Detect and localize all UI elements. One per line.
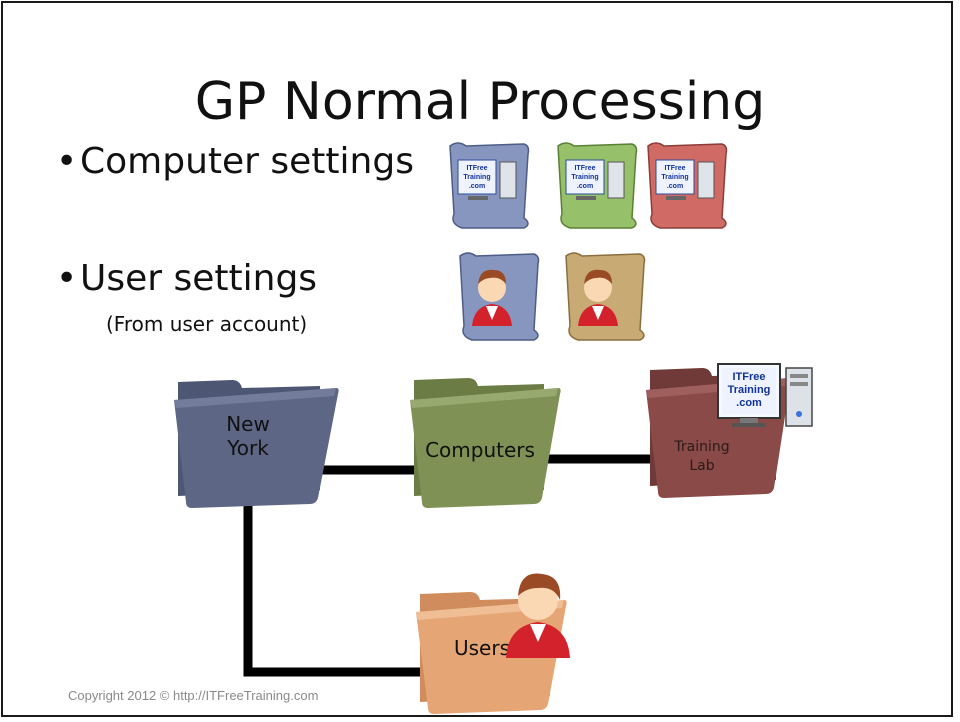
svg-text:ITFree: ITFree bbox=[664, 165, 685, 172]
folder-icon bbox=[410, 378, 561, 508]
computer-icon: ITFree Training .com bbox=[717, 363, 813, 427]
user-policy-tan bbox=[565, 252, 646, 341]
computer-policy-red: ITFree Training .com bbox=[647, 142, 728, 229]
computer-scroll-icon: ITFree Training .com bbox=[557, 142, 638, 229]
bullet-text: User settings bbox=[80, 258, 318, 299]
folder-label-training-lab: Training Lab bbox=[664, 438, 740, 476]
folder-label-line: Training bbox=[674, 439, 730, 455]
copyright-text: Copyright 2012 © http://ITFreeTraining.c… bbox=[68, 688, 319, 703]
folder-label-line: Lab bbox=[689, 458, 715, 474]
svg-text:Training: Training bbox=[661, 174, 688, 181]
computer-scroll-icon: ITFree Training .com bbox=[449, 142, 530, 229]
folder-label-users: Users bbox=[453, 636, 510, 660]
computer-policy-green: ITFree Training .com bbox=[557, 142, 638, 229]
user-scroll-icon bbox=[459, 252, 540, 341]
bullet-computer-settings: •Computer settings bbox=[56, 141, 414, 182]
slide-title: GP Normal Processing bbox=[194, 72, 766, 132]
svg-text:Training: Training bbox=[571, 174, 598, 181]
svg-text:Training: Training bbox=[728, 384, 771, 396]
svg-text:Training: Training bbox=[463, 174, 490, 181]
folder-label-line: York bbox=[227, 436, 269, 460]
svg-text:.com: .com bbox=[736, 397, 762, 409]
bullet-text: Computer settings bbox=[80, 141, 414, 182]
computer-scroll-icon: ITFree Training .com bbox=[647, 142, 728, 229]
user-settings-note: (From user account) bbox=[106, 312, 308, 336]
bullet-dot-icon: • bbox=[56, 141, 78, 182]
svg-text:.com: .com bbox=[577, 183, 593, 190]
svg-text:.com: .com bbox=[469, 183, 485, 190]
user-policy-blue bbox=[459, 252, 540, 341]
connector-newyork-users bbox=[243, 490, 420, 677]
bullet-dot-icon: • bbox=[56, 258, 78, 299]
folder-label-new-york: New York bbox=[198, 412, 298, 460]
svg-text:ITFree: ITFree bbox=[732, 371, 765, 383]
svg-text:ITFree: ITFree bbox=[466, 165, 487, 172]
folder-label-line: New bbox=[226, 412, 270, 436]
computer-policy-blue: ITFree Training .com bbox=[449, 142, 530, 229]
svg-text:ITFree: ITFree bbox=[574, 165, 595, 172]
person-icon bbox=[506, 573, 570, 658]
svg-text:.com: .com bbox=[667, 183, 683, 190]
folder-icon bbox=[174, 380, 339, 508]
folder-new-york[interactable] bbox=[170, 370, 342, 510]
user-scroll-icon bbox=[565, 252, 646, 341]
folder-label-computers: Computers bbox=[425, 438, 535, 462]
bullet-user-settings: •User settings bbox=[56, 258, 317, 299]
folder-computers[interactable] bbox=[404, 370, 564, 510]
